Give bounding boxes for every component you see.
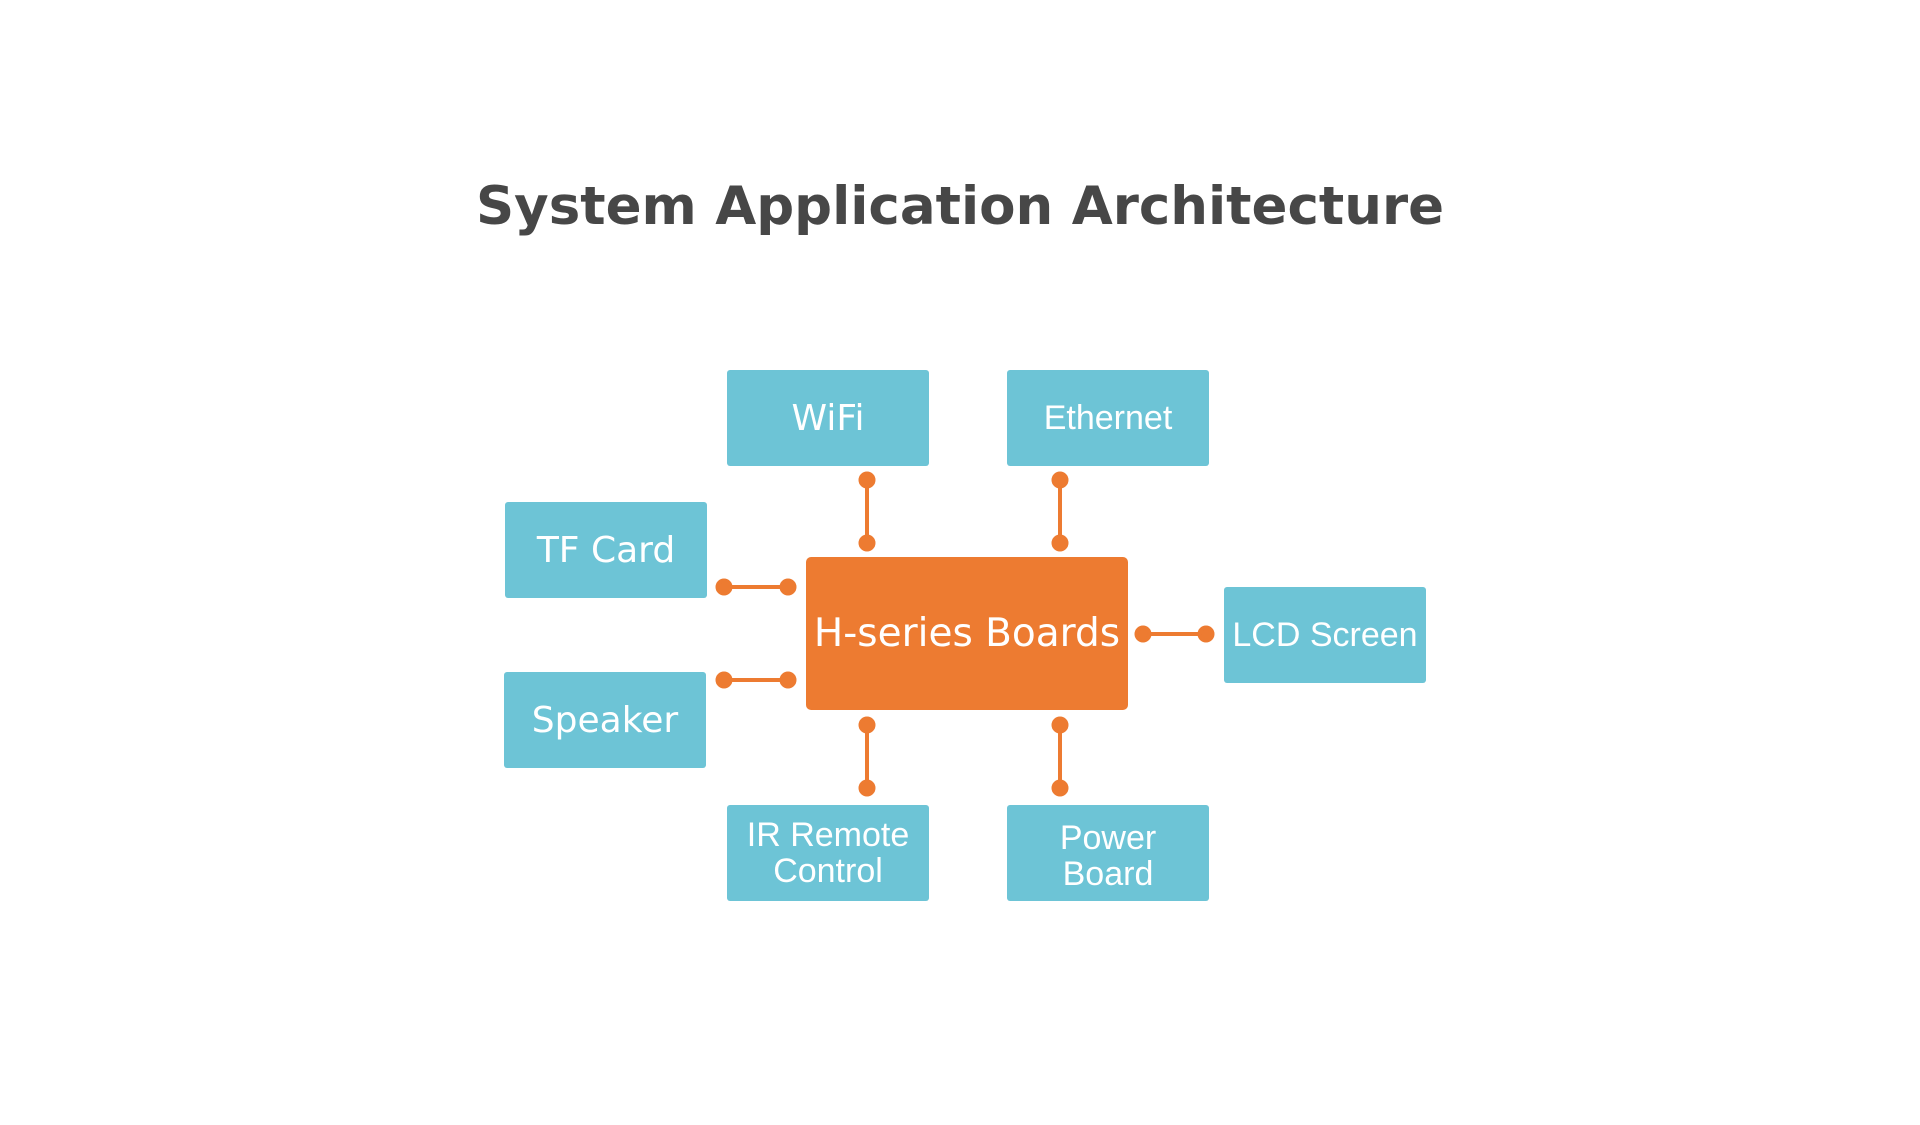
ir-remote-node: IR Remote Control — [727, 805, 929, 901]
power-board-label: Power Board — [1059, 819, 1157, 893]
wifi-label: WiFi — [791, 397, 865, 439]
connector-tf-card — [715, 578, 797, 596]
connector-ir-remote — [858, 716, 876, 797]
tf-card-node: TF Card — [505, 502, 707, 598]
lcd-screen-node: LCD Screen — [1224, 587, 1426, 683]
speaker-label: Speaker — [531, 699, 679, 741]
speaker-node: Speaker — [504, 672, 706, 768]
h-series-boards-label: H-series Boards — [813, 611, 1121, 656]
tf-card-label: TF Card — [536, 529, 676, 571]
connector-wifi — [858, 471, 876, 552]
ethernet-label: Ethernet — [1043, 399, 1173, 437]
lcd-screen-label: LCD Screen — [1232, 616, 1418, 654]
ethernet-node: Ethernet — [1007, 370, 1209, 466]
connector-speaker — [715, 671, 797, 689]
connector-lcd-screen — [1134, 625, 1215, 643]
power-board-node: Power Board — [1007, 805, 1209, 901]
page-title: System Application Architecture — [475, 176, 1445, 237]
wifi-node: WiFi — [727, 370, 929, 466]
h-series-boards-node: H-series Boards — [806, 557, 1128, 710]
connector-power-board — [1051, 716, 1069, 797]
connector-ethernet — [1051, 471, 1069, 552]
ir-remote-label: IR Remote Control — [746, 816, 910, 890]
